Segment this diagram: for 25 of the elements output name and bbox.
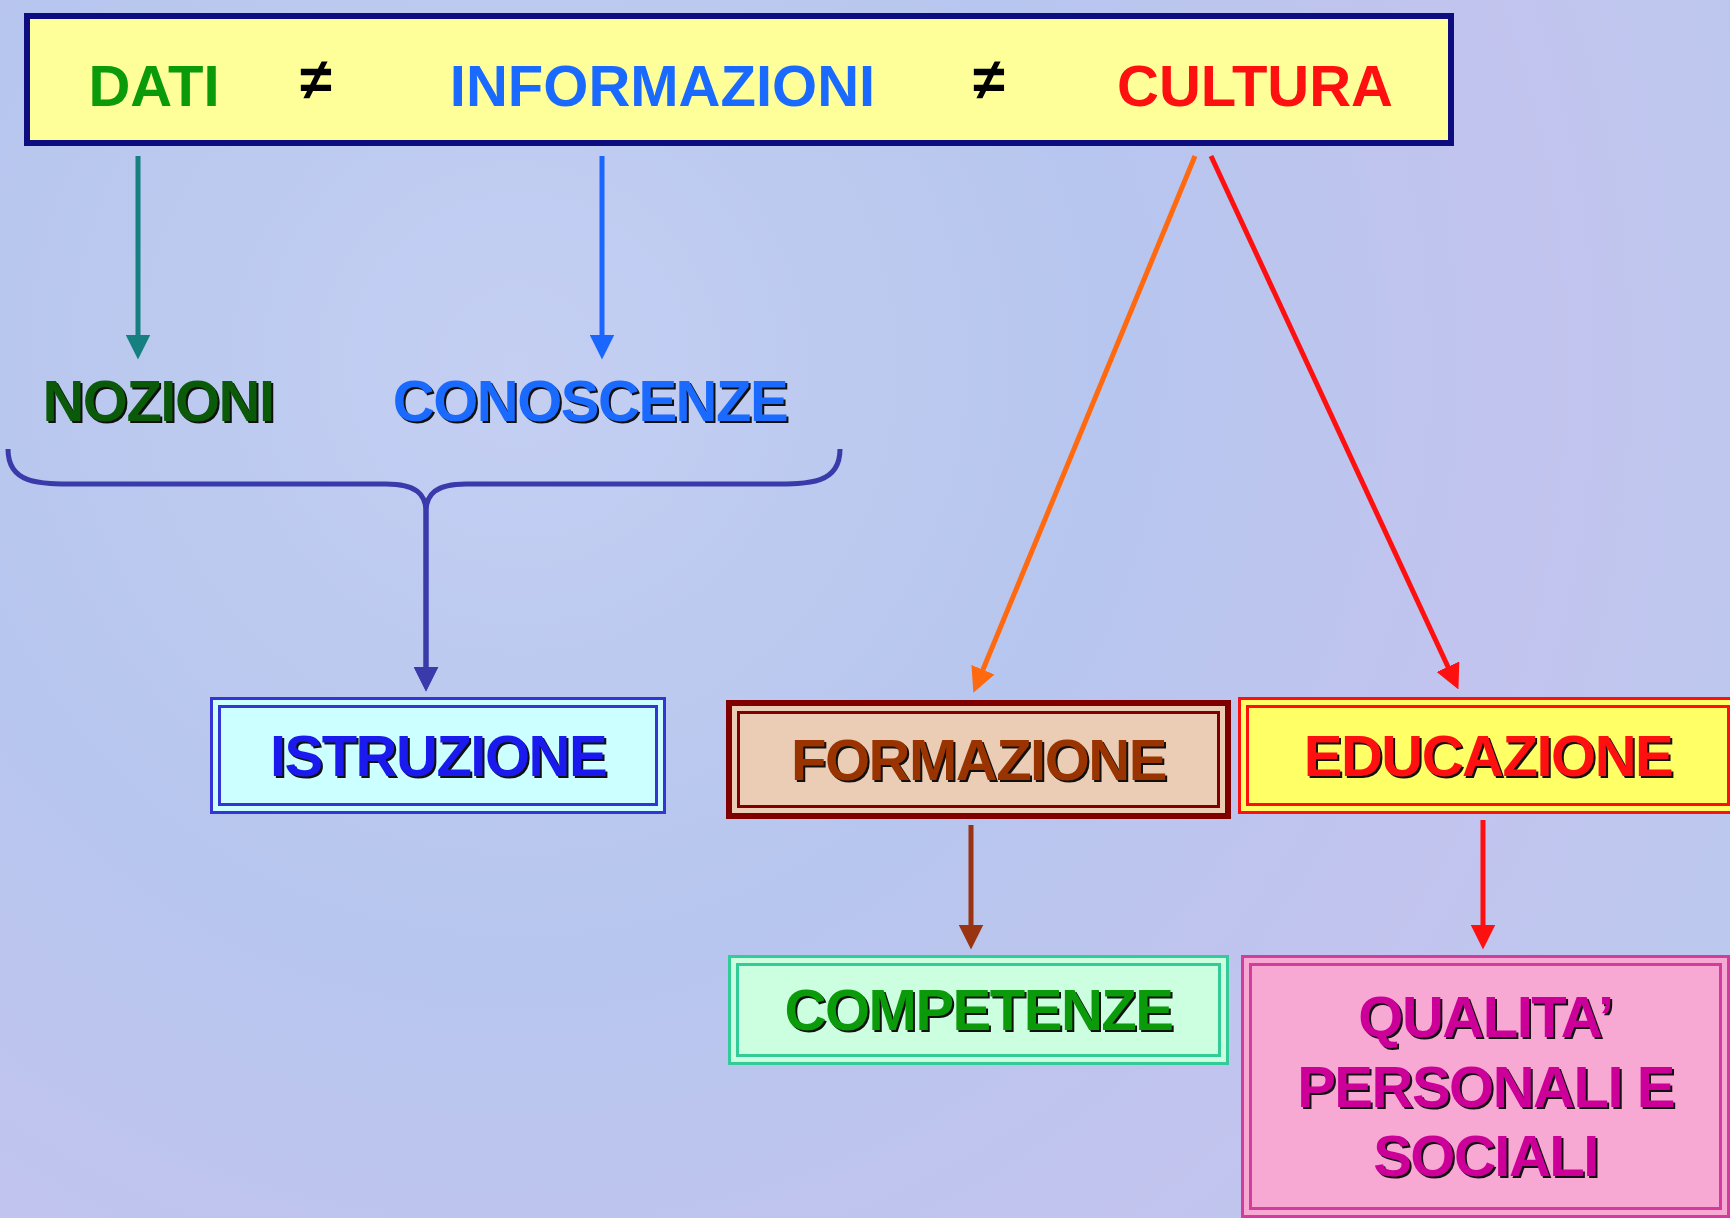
box-label: FORMAZIONE [791, 725, 1166, 794]
word-text: INFORMAZIONI [449, 52, 876, 119]
concept-box [1238, 697, 1730, 814]
arrow [125, 156, 151, 360]
arrow [1208, 154, 1460, 690]
concept-text: CONOSCENZE [392, 367, 788, 436]
title-banner [24, 13, 1454, 146]
concept-box [1241, 955, 1730, 1218]
concept-box [726, 700, 1231, 819]
arrow [1470, 820, 1496, 950]
box-label: ISTRUZIONE [269, 721, 607, 790]
word-text: CULTURA [1117, 52, 1393, 119]
concept-box [728, 955, 1229, 1065]
arrow [958, 825, 984, 950]
arrow [971, 155, 1198, 693]
box-label: COMPETENZE [784, 976, 1173, 1045]
brace-arrow [413, 448, 843, 692]
arrow [589, 156, 615, 360]
concept-text: NOZIONI [42, 367, 274, 436]
box-label: QUALITA’ PERSONALI E SOCIALI [1296, 983, 1675, 1191]
box-label: EDUCAZIONE [1303, 721, 1673, 790]
not-equal-sign: ≠ [973, 45, 1005, 112]
word-text: DATI [88, 52, 220, 119]
concept-box [210, 697, 666, 814]
not-equal-sign: ≠ [300, 45, 332, 112]
